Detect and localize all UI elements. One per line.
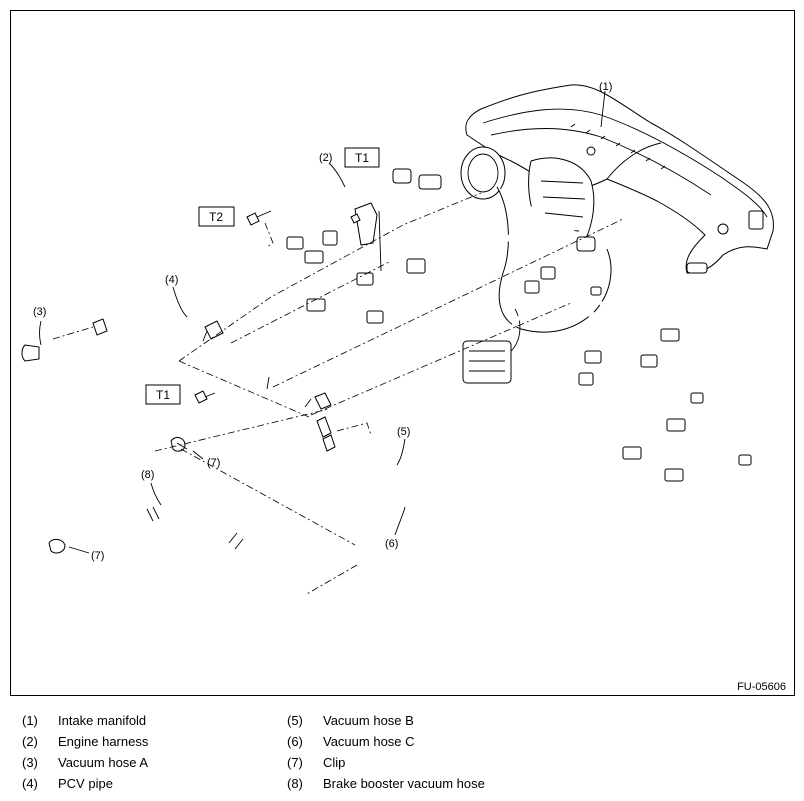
torque-label-t1-upper: T1 [355, 151, 369, 165]
bolt-t2 [246, 210, 272, 226]
legend-number: (7) [287, 755, 303, 770]
vacuum-hose-a [21, 344, 53, 375]
pcv-pipe [92, 310, 332, 413]
legend-number: (4) [22, 776, 38, 791]
torque-label-t1-lower: T1 [156, 388, 170, 402]
intake-manifold [460, 84, 774, 384]
torque-box-t2: T2 [198, 206, 235, 227]
legend-number: (8) [287, 776, 303, 791]
engine-harness [286, 168, 752, 483]
torque-box-t1-upper: T1 [344, 147, 380, 168]
legend-number: (1) [22, 713, 38, 728]
legend-text: Brake booster vacuum hose [323, 776, 485, 791]
vacuum-hose-c [316, 416, 442, 536]
legend-text: Vacuum hose C [323, 734, 415, 749]
vacuum-hose-b [364, 434, 460, 494]
legend-number: (3) [22, 755, 38, 770]
legend-text: PCV pipe [58, 776, 113, 791]
bolt-t1-upper [350, 213, 361, 224]
legend-number: (2) [22, 734, 38, 749]
legend-text: Engine harness [58, 734, 149, 749]
legend-text: Intake manifold [58, 713, 147, 728]
callout-5: (5) [397, 426, 410, 438]
callout-leaders [39, 90, 606, 554]
torque-box-t1-lower: T1 [145, 384, 181, 405]
torque-label-t2: T2 [209, 210, 223, 224]
leader-lines [52, 192, 624, 596]
callout-7-lower: (7) [91, 550, 104, 562]
callout-1: (1) [599, 81, 612, 93]
callout-2: (2) [319, 152, 332, 164]
legend-number: (6) [287, 734, 303, 749]
clip-lower [48, 538, 66, 554]
legend-number: (5) [287, 713, 303, 728]
bolt-t1-lower [194, 390, 216, 404]
legend-text: Clip [323, 755, 346, 770]
exploded-diagram: (1) (2) (3) (4) (5) (6) (7) (7) (8) T1 T… [10, 10, 795, 696]
legend-text: Vacuum hose B [323, 713, 414, 728]
callout-7-upper: (7) [207, 457, 220, 469]
callout-8: (8) [141, 469, 154, 481]
brake-booster-vacuum-hose [46, 481, 312, 606]
callout-3: (3) [33, 306, 46, 318]
clip-upper [170, 437, 188, 452]
figure-code: FU-05606 [737, 681, 786, 693]
callout-4: (4) [165, 274, 178, 286]
callout-6: (6) [385, 538, 398, 550]
parts-legend: (1) Intake manifold (2) Engine harness (… [0, 712, 804, 801]
legend-text: Vacuum hose A [58, 755, 149, 770]
